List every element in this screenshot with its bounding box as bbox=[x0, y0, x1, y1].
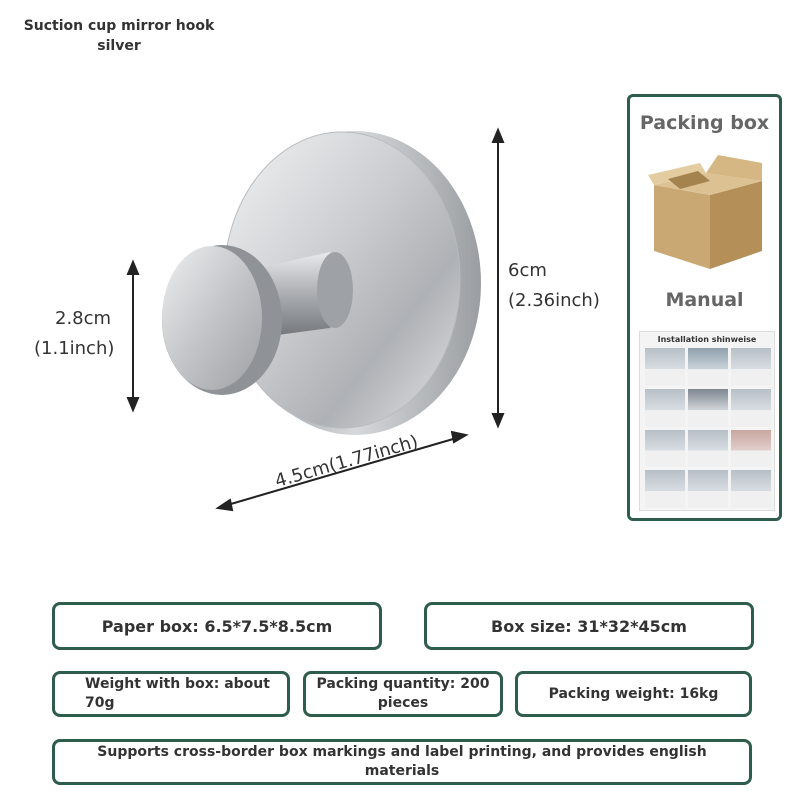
manual-step bbox=[731, 348, 771, 386]
manual-step bbox=[688, 470, 728, 508]
box-size-spec: Box size: 31*32*45cm bbox=[424, 602, 754, 650]
total-height-inch: (2.36inch) bbox=[508, 290, 600, 311]
total-height-cm: 6cm bbox=[508, 260, 547, 281]
packing-quantity-spec: Packing quantity: 200 pieces bbox=[303, 671, 503, 717]
product-title-line-1: Suction cup mirror hook bbox=[23, 18, 215, 34]
manual-step bbox=[645, 388, 685, 427]
width-arrow bbox=[223, 436, 461, 507]
packing-box-image bbox=[648, 155, 762, 269]
packing-weight-text: Packing weight: 16kg bbox=[548, 686, 719, 702]
manual-step bbox=[731, 388, 771, 427]
manual-step bbox=[645, 470, 685, 508]
manual-step bbox=[688, 388, 728, 427]
total-height-inch-label: (2.36inch) bbox=[508, 288, 600, 314]
product-title-line-2: silver bbox=[97, 38, 141, 54]
manual-image: Installation shinweise bbox=[639, 331, 775, 511]
weight-with-box-text: Weight with box: about 70g bbox=[85, 676, 270, 711]
height-cm: 2.8cm bbox=[55, 308, 112, 329]
total-height-label: 6cm bbox=[508, 258, 547, 284]
height-label: 2.8cm bbox=[55, 306, 111, 332]
manual-step bbox=[688, 348, 728, 386]
manual-step bbox=[688, 429, 728, 468]
paper-box-spec: Paper box: 6.5*7.5*8.5cm bbox=[52, 602, 382, 650]
packing-box-label: Packing box bbox=[639, 112, 770, 134]
packaging-panel: Packing box Manual Installation shinweis… bbox=[627, 94, 782, 521]
support-spec: Supports cross-border box markings and l… bbox=[52, 739, 752, 785]
product-title: Suction cup mirror hook silver bbox=[8, 16, 230, 56]
manual-title: Installation shinweise bbox=[657, 335, 757, 344]
manual-step bbox=[731, 470, 771, 508]
hook-illustration bbox=[126, 127, 505, 512]
packing-weight-spec: Packing weight: 16kg bbox=[515, 671, 752, 717]
support-text: Supports cross-border box markings and l… bbox=[97, 744, 707, 779]
manual-label: Manual bbox=[665, 289, 744, 311]
manual-step bbox=[731, 429, 771, 468]
paper-box-text: Paper box: 6.5*7.5*8.5cm bbox=[101, 616, 333, 636]
height-inch: (1.1inch) bbox=[34, 338, 115, 359]
packing-quantity-text: Packing quantity: 200 pieces bbox=[316, 676, 490, 711]
weight-with-box-spec: Weight with box: about 70g bbox=[52, 671, 290, 717]
manual-step bbox=[645, 348, 685, 386]
manual-steps bbox=[645, 348, 771, 508]
box-size-text: Box size: 31*32*45cm bbox=[491, 616, 687, 636]
manual-step bbox=[645, 429, 685, 468]
hook-cap-face bbox=[162, 246, 262, 390]
height-inch-label: (1.1inch) bbox=[34, 336, 114, 362]
